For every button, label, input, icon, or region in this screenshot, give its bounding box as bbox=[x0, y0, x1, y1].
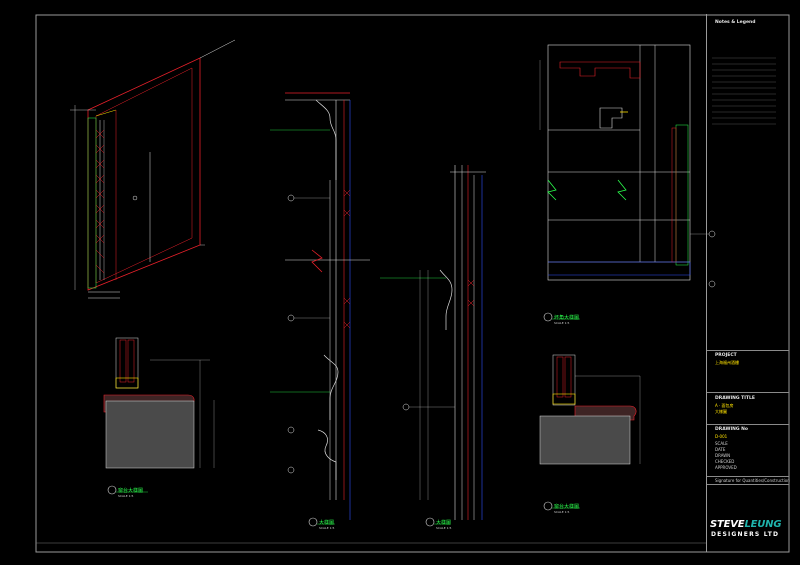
drawn-label: DRAWN bbox=[715, 453, 731, 458]
approved-label: APPROVED bbox=[715, 465, 737, 470]
caption-bottom-right: 窗台大樣圖 bbox=[554, 504, 580, 510]
drawing-title-line2: 大樣圖 bbox=[715, 409, 727, 414]
detail-windowsill-left bbox=[103, 337, 215, 469]
logo-steve: STEVE bbox=[710, 519, 745, 530]
detail-windowsill-right bbox=[539, 354, 641, 465]
drawing-title-heading: DRAWING TITLE bbox=[715, 396, 755, 401]
scale-center-1: SCALE 1:5 bbox=[319, 526, 335, 530]
company-logo: STEVELEUNG bbox=[710, 519, 782, 530]
scale-label: SCALE bbox=[715, 441, 728, 446]
checked-label: CHECKED bbox=[715, 459, 735, 464]
notes-heading: Notes & Legend bbox=[715, 20, 756, 25]
caption-center-1: 大樣圖 bbox=[319, 520, 335, 526]
scale-bottom-right: SCALE 1:5 bbox=[554, 510, 570, 514]
detail-cornice-section bbox=[539, 44, 716, 288]
drawing-no-heading: DRAWING No bbox=[715, 427, 749, 432]
detail-wall-elevation-left bbox=[270, 92, 370, 520]
scale-bottom-left: SCALE 1:5 bbox=[118, 494, 134, 498]
sheet-border bbox=[35, 14, 790, 553]
caption-bottom-left: 窗台大樣圖 bbox=[118, 488, 144, 494]
project-name: 上海福州酒樓 bbox=[715, 360, 739, 365]
logo-leung: LEUNG bbox=[744, 519, 782, 530]
caption-center-2: 大樣圖 bbox=[436, 520, 452, 526]
signature-label: Signature for Quantities/Construction bbox=[715, 478, 790, 483]
drawing-no: D-001 bbox=[715, 434, 728, 439]
notes-table bbox=[712, 57, 776, 125]
caption-top-right: 坏角大樣圖 bbox=[554, 315, 580, 321]
project-heading: PROJECT bbox=[715, 353, 737, 358]
scale-center-2: SCALE 1:5 bbox=[436, 526, 452, 530]
scale-top-right: SCALE 1:5 bbox=[554, 321, 570, 325]
date-label: DATE bbox=[715, 447, 726, 452]
title-block: Notes & Legend PROJECT 上海福州酒樓 DRAWING TI… bbox=[706, 14, 790, 552]
drawing-title-line1: A · 面包房 bbox=[715, 403, 734, 408]
section-markers bbox=[107, 312, 580, 527]
detail-wall-elevation-center bbox=[380, 165, 486, 520]
logo-designers: DESIGNERS LTD bbox=[711, 531, 780, 538]
detail-slope-section bbox=[70, 39, 236, 299]
